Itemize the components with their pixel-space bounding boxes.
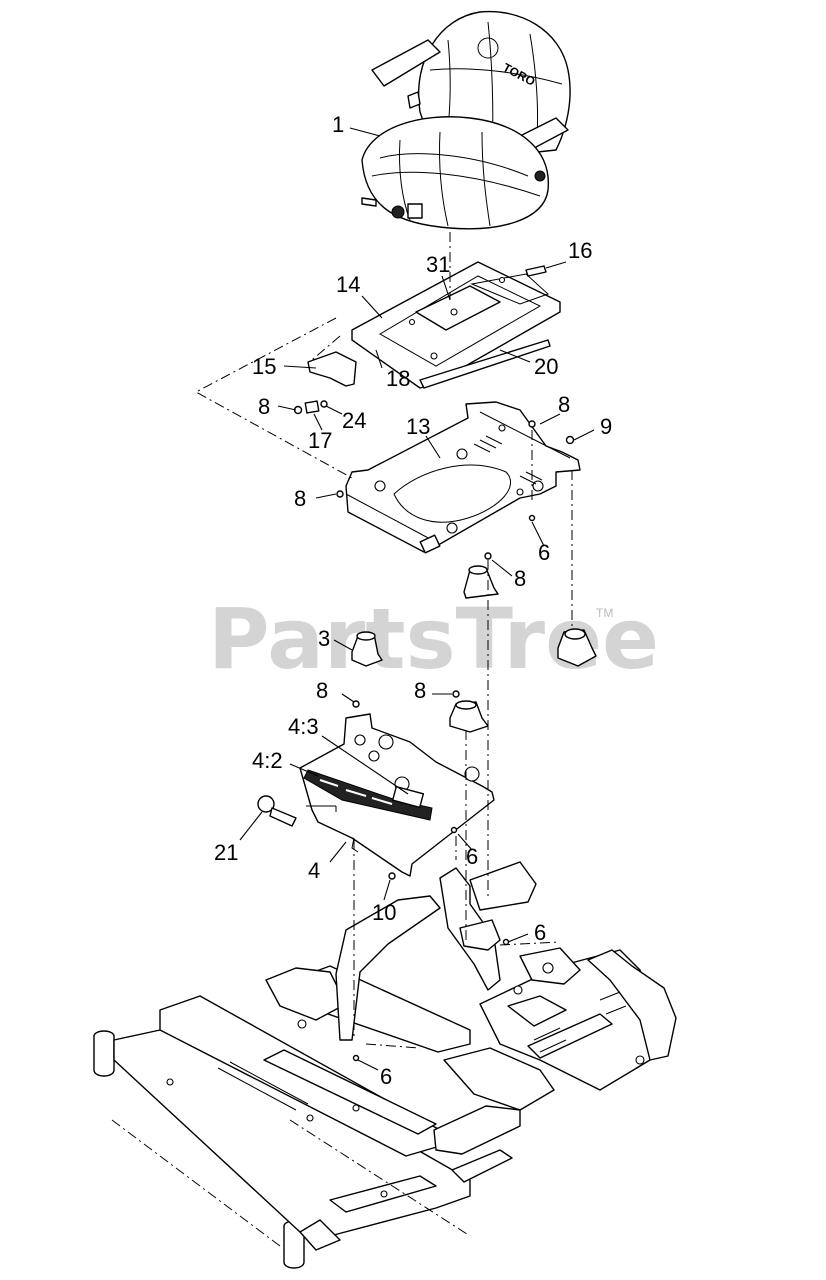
assembly-lines xyxy=(111,232,573,1247)
isolator[interactable] xyxy=(351,631,383,667)
isolator[interactable] xyxy=(463,565,499,599)
callout-9[interactable]: 9 xyxy=(600,414,612,439)
bolt[interactable] xyxy=(528,514,536,522)
nut[interactable] xyxy=(484,552,492,560)
bracket[interactable] xyxy=(307,351,357,387)
callout-4-2[interactable]: 4:2 xyxy=(252,748,283,773)
callout-8[interactable]: 8 xyxy=(294,486,306,511)
key-switch[interactable] xyxy=(257,795,297,827)
callout-16[interactable]: 16 xyxy=(568,238,592,263)
switch[interactable] xyxy=(304,400,328,414)
callout-10[interactable]: 10 xyxy=(372,900,396,925)
bolt[interactable] xyxy=(450,826,458,834)
callout-3[interactable]: 3 xyxy=(318,626,330,651)
callout-8[interactable]: 8 xyxy=(258,394,270,419)
watermark-text: PartsTree xyxy=(208,590,659,688)
nut[interactable] xyxy=(336,490,344,498)
callout-24[interactable]: 24 xyxy=(342,408,366,433)
isolator[interactable] xyxy=(557,628,597,667)
seat-assembly[interactable]: TORO xyxy=(361,10,571,230)
mower-frame[interactable] xyxy=(93,861,677,1269)
callout-8[interactable]: 8 xyxy=(316,678,328,703)
control-panel[interactable] xyxy=(299,713,495,877)
callout-8[interactable]: 8 xyxy=(514,566,526,591)
callout-1[interactable]: 1 xyxy=(332,112,344,137)
callout-4[interactable]: 4 xyxy=(308,858,320,883)
callout-21[interactable]: 21 xyxy=(214,840,238,865)
callout-31[interactable]: 31 xyxy=(426,252,450,277)
nut[interactable] xyxy=(528,420,536,428)
callout-14[interactable]: 14 xyxy=(336,272,360,297)
callout-13[interactable]: 13 xyxy=(406,414,430,439)
nut[interactable] xyxy=(388,872,396,880)
callout-15[interactable]: 15 xyxy=(252,354,276,379)
bolt[interactable] xyxy=(352,1054,360,1062)
nut[interactable] xyxy=(565,435,575,445)
bolt[interactable] xyxy=(502,938,510,946)
callout-8[interactable]: 8 xyxy=(414,678,426,703)
callout-18[interactable]: 18 xyxy=(386,366,410,391)
nut[interactable] xyxy=(452,690,460,698)
leader-lines xyxy=(239,127,595,1071)
pin[interactable] xyxy=(525,265,547,277)
slide-rod[interactable] xyxy=(419,339,551,389)
seat-mount[interactable] xyxy=(345,401,581,554)
nut[interactable] xyxy=(352,700,360,708)
seat-plate[interactable] xyxy=(351,261,561,389)
callout-6[interactable]: 6 xyxy=(538,540,550,565)
callout-20[interactable]: 20 xyxy=(534,354,558,379)
callout-6[interactable]: 6 xyxy=(534,920,546,945)
callout-4-3[interactable]: 4:3 xyxy=(288,714,319,739)
callouts: 1 31 16 14 15 18 20 8 24 17 8 9 13 8 6 8… xyxy=(214,112,612,1089)
callout-6[interactable]: 6 xyxy=(466,844,478,869)
callout-6[interactable]: 6 xyxy=(380,1064,392,1089)
watermark-trademark: TM xyxy=(596,606,613,620)
callout-8[interactable]: 8 xyxy=(558,392,570,417)
callout-17[interactable]: 17 xyxy=(308,428,332,453)
isolator[interactable] xyxy=(449,700,489,733)
